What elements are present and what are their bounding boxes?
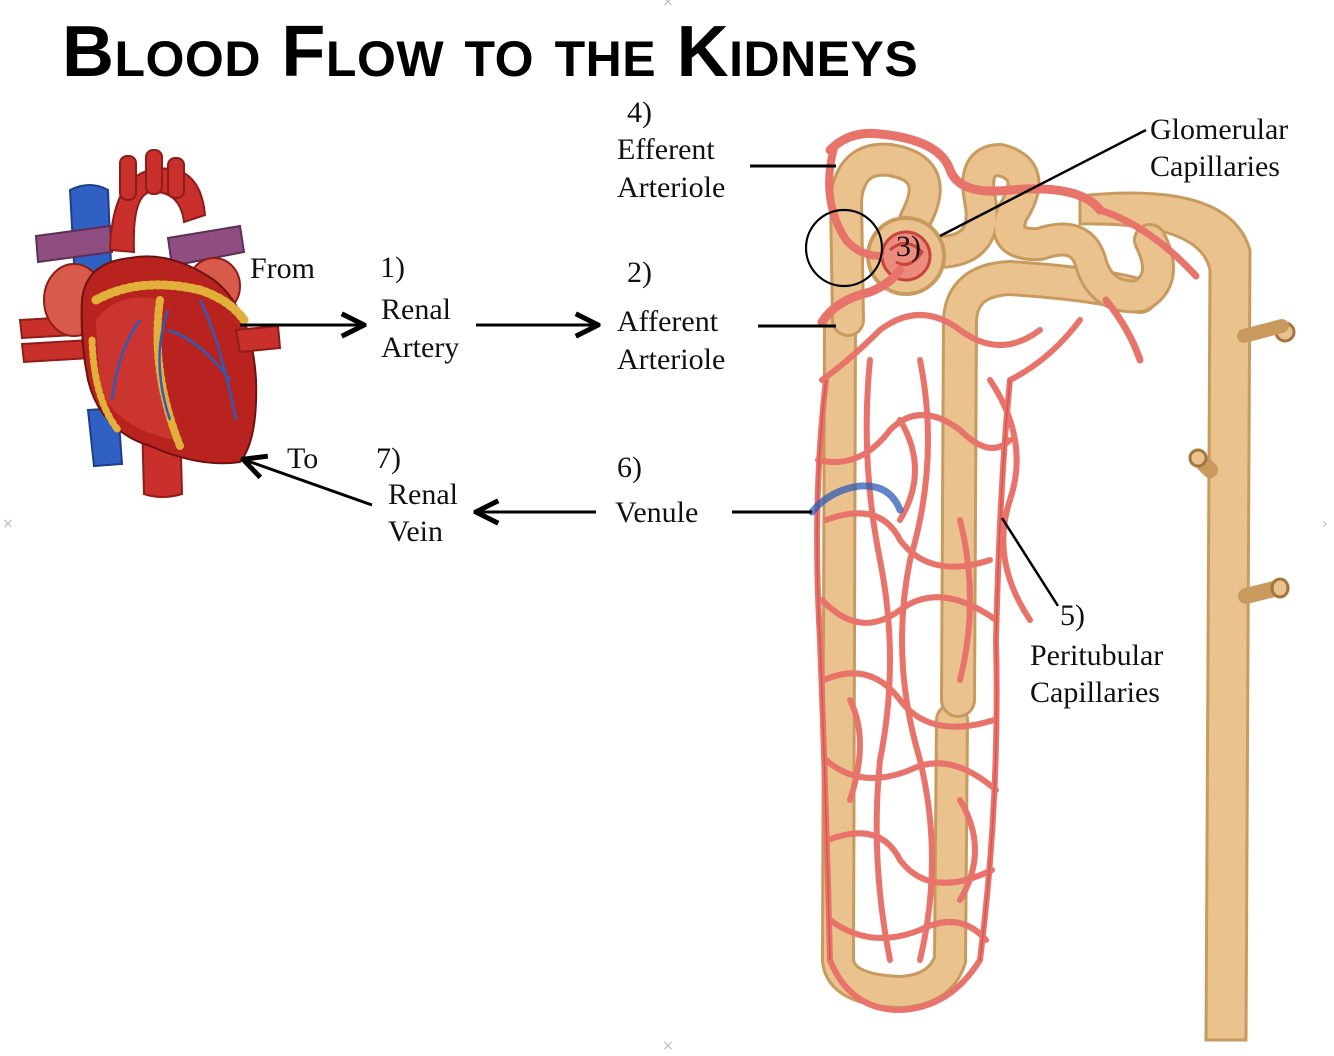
venule-label: Venule [615, 496, 699, 529]
resize-handle-left[interactable]: × [2, 516, 14, 532]
efferent-number: 4) [627, 96, 652, 129]
renal-vein-number: 7) [376, 442, 401, 475]
resize-handle-bottom[interactable]: × [662, 1038, 674, 1054]
glomerular-label-line1: Glomerular [1150, 113, 1289, 146]
afferent-label-line2: Arteriole [617, 343, 726, 376]
to-label: To [287, 442, 319, 475]
renal-artery-label-line2: Artery [381, 331, 460, 364]
efferent-label-line1: Efferent [617, 133, 715, 166]
renal-artery-label-line1: Renal [381, 293, 451, 326]
resize-handle-top[interactable]: × [662, 0, 674, 10]
heart-illustration [18, 149, 282, 498]
glomerulus-number: 3) [896, 230, 921, 263]
venule-number: 6) [617, 451, 642, 484]
peritubular-label-line2: Capillaries [1030, 676, 1160, 709]
peritubular-number: 5) [1060, 599, 1085, 632]
renal-vein-label-line1: Renal [388, 478, 458, 511]
efferent-label-line2: Arteriole [617, 171, 726, 204]
afferent-label-line1: Afferent [617, 305, 719, 338]
resize-handle-right[interactable]: › [1322, 516, 1328, 532]
arteriole-junction-circle [804, 208, 884, 288]
arrow-renal-vein-to-heart [245, 460, 373, 507]
renal-vein-label-line2: Vein [388, 515, 443, 548]
from-label: From [250, 252, 316, 285]
afferent-number: 2) [627, 256, 652, 289]
glomerular-label-line2: Capillaries [1150, 150, 1280, 183]
peritubular-label-line1: Peritubular [1030, 639, 1164, 672]
renal-artery-number: 1) [380, 251, 405, 284]
leader-peritubular [1000, 517, 1060, 607]
leader-glomerular [939, 128, 1147, 238]
diagram-title: Blood Flow to the Kidneys [62, 12, 919, 92]
nephron-illustration [808, 128, 1296, 1042]
